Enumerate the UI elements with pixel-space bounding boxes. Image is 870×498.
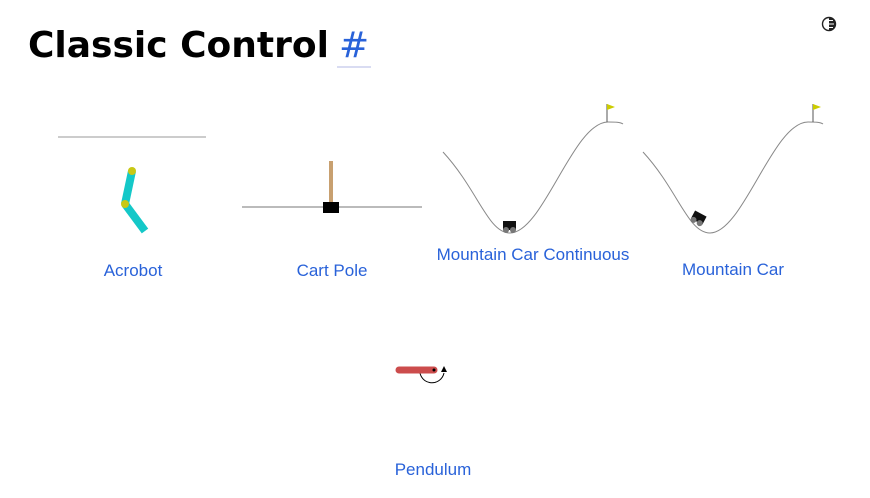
permalink-anchor[interactable]: # xyxy=(336,25,372,68)
env-card-mountain-car[interactable]: Mountain Car xyxy=(633,100,833,285)
page-title-text: Classic Control xyxy=(28,25,329,66)
pendulum-figure xyxy=(395,366,447,384)
env-card-mountain-car-continuous[interactable]: Mountain Car Continuous xyxy=(433,100,633,285)
env-card-cart-pole[interactable]: Cart Pole xyxy=(232,125,432,285)
cart-pole-figure xyxy=(242,161,422,213)
env-card-acrobot[interactable]: Acrobot xyxy=(33,125,233,285)
env-card-pendulum[interactable]: Pendulum xyxy=(333,340,533,485)
mountain-car-figure xyxy=(642,104,824,234)
mountain-car-continuous-figure xyxy=(442,104,624,234)
contrast-half-circle-icon[interactable] xyxy=(821,16,837,32)
page-title: Classic Control# xyxy=(28,22,372,70)
env-label-pendulum: Pendulum xyxy=(394,460,472,479)
env-label-cart-pole: Cart Pole xyxy=(296,261,368,280)
env-label-mountain-car: Mountain Car xyxy=(681,260,785,279)
acrobot-figure xyxy=(58,136,206,234)
env-label-acrobot: Acrobot xyxy=(103,261,163,280)
env-label-mountain-car-continuous: Mountain Car Continuous xyxy=(436,245,630,264)
